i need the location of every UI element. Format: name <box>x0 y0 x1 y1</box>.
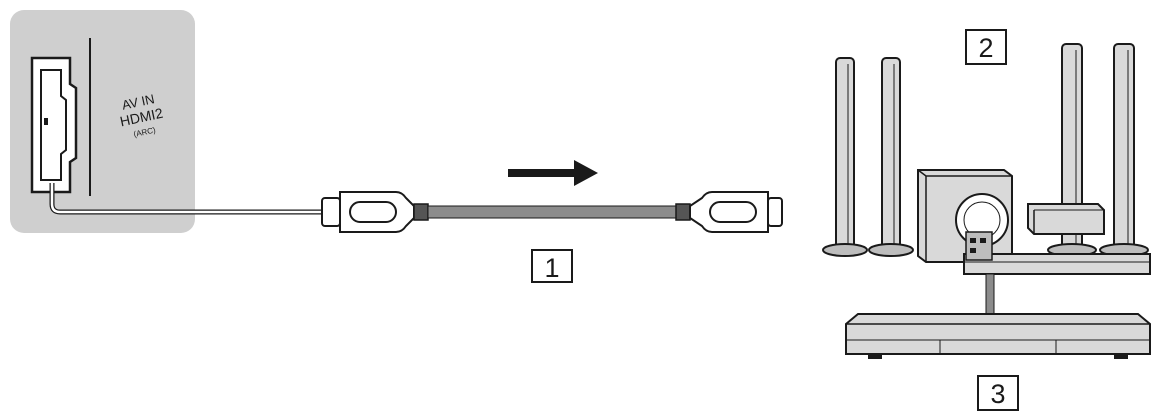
disc-player <box>846 314 1150 359</box>
tall-speaker-left-2 <box>869 58 913 256</box>
callout-speaker-system-number: 2 <box>978 33 993 63</box>
hdmi-cable <box>322 192 782 232</box>
center-speaker <box>1028 204 1104 234</box>
hdmi-plug-right <box>676 192 782 232</box>
callout-player-number: 3 <box>990 379 1005 409</box>
hdmi-plug-left <box>322 192 428 232</box>
tall-speaker-right-2 <box>1100 44 1148 256</box>
callout-cable: 1 <box>532 250 572 283</box>
signal-direction-arrow-icon <box>508 160 598 186</box>
tall-speaker-left-1 <box>823 58 867 256</box>
amp-to-player-cable <box>986 274 994 314</box>
subwoofer <box>918 170 1012 262</box>
hdmi-port-icon <box>32 58 76 192</box>
callout-cable-number: 1 <box>544 253 559 283</box>
tv-back-panel: AV IN HDMI2 (ARC) <box>10 10 322 233</box>
callout-speaker-system: 2 <box>966 30 1006 64</box>
callout-player: 3 <box>978 376 1018 410</box>
speaker-system <box>823 44 1150 314</box>
hdmi-cable-body <box>428 206 676 218</box>
